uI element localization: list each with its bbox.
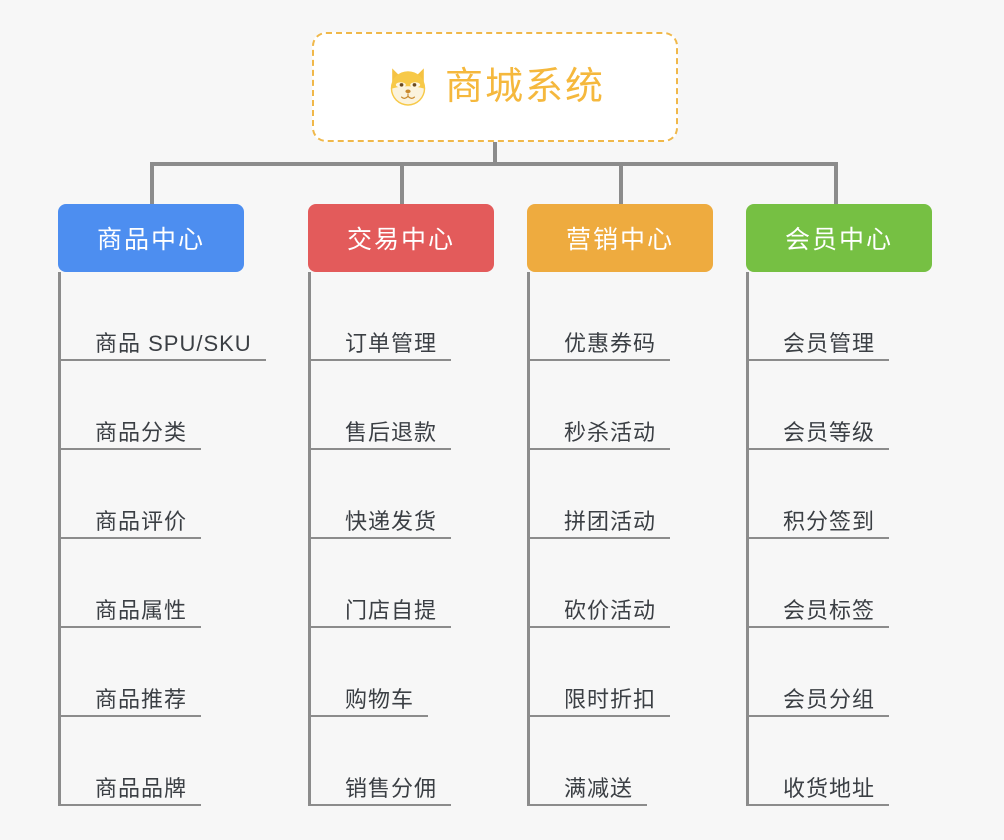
category-title: 交易中心: [346, 226, 455, 254]
list-item[interactable]: 会员等级: [749, 361, 932, 450]
list-item[interactable]: 商品 SPU/SKU: [61, 272, 266, 361]
connector-drop-column-3: [619, 162, 623, 204]
list-item-label: 商品属性: [95, 597, 188, 623]
connector-drop-column-2: [400, 162, 404, 204]
leaf-list-transaction-center: 订单管理 售后退款 快递发货 门店自提 购物车 销售分佣: [308, 272, 494, 806]
column-member-center: 会员中心 会员管理 会员等级 积分签到 会员标签 会员分组 收货地址: [746, 204, 932, 806]
list-item-label: 购物车: [345, 686, 415, 712]
category-box-marketing-center[interactable]: 营销中心: [527, 204, 713, 272]
list-item[interactable]: 快递发货: [311, 450, 494, 539]
list-item[interactable]: 商品推荐: [61, 628, 244, 717]
list-item[interactable]: 商品分类: [61, 361, 244, 450]
list-item[interactable]: 秒杀活动: [530, 361, 713, 450]
connector-horizontal-bus: [150, 162, 838, 166]
column-transaction-center: 交易中心 订单管理 售后退款 快递发货 门店自提 购物车 销售分佣: [308, 204, 494, 806]
list-item-label: 销售分佣: [345, 775, 438, 801]
list-item-label: 优惠券码: [564, 330, 657, 356]
category-title: 营销中心: [565, 226, 674, 254]
root-node-title: 商城系统: [444, 66, 605, 108]
list-item-label: 会员管理: [783, 330, 876, 356]
list-item-label: 拼团活动: [564, 508, 657, 534]
connector-drop-column-4: [834, 162, 838, 204]
list-item-label: 积分签到: [783, 508, 876, 534]
list-item-label: 商品 SPU/SKU: [95, 330, 252, 356]
list-item-label: 限时折扣: [564, 686, 657, 712]
list-item-label: 商品推荐: [95, 686, 188, 712]
list-item-label: 商品评价: [95, 508, 188, 534]
list-item[interactable]: 售后退款: [311, 361, 494, 450]
list-item[interactable]: 会员管理: [749, 272, 932, 361]
category-title: 会员中心: [784, 226, 893, 254]
list-item[interactable]: 满减送: [530, 717, 713, 806]
list-item-label: 快递发货: [345, 508, 438, 534]
list-item[interactable]: 门店自提: [311, 539, 494, 628]
column-product-center: 商品中心 商品 SPU/SKU 商品分类 商品评价 商品属性 商品推荐 商品品牌: [58, 204, 266, 806]
connector-root-stem: [493, 142, 497, 164]
connector-drop-column-1: [150, 162, 154, 204]
list-item[interactable]: 优惠券码: [530, 272, 713, 361]
list-item-label: 会员分组: [783, 686, 876, 712]
list-item[interactable]: 订单管理: [311, 272, 494, 361]
root-node-shopping-mall-system[interactable]: 商城系统: [312, 32, 678, 142]
shiba-dog-icon: [385, 64, 431, 110]
list-item[interactable]: 会员分组: [749, 628, 932, 717]
list-item[interactable]: 购物车: [311, 628, 494, 717]
list-item[interactable]: 商品评价: [61, 450, 244, 539]
category-title: 商品中心: [96, 226, 205, 254]
list-item[interactable]: 商品品牌: [61, 717, 244, 806]
list-item-label: 商品品牌: [95, 775, 188, 801]
list-item-label: 售后退款: [345, 419, 438, 445]
list-item[interactable]: 拼团活动: [530, 450, 713, 539]
list-item-label: 会员标签: [783, 597, 876, 623]
leaf-list-product-center: 商品 SPU/SKU 商品分类 商品评价 商品属性 商品推荐 商品品牌: [58, 272, 266, 806]
list-item-label: 砍价活动: [564, 597, 657, 623]
list-item[interactable]: 限时折扣: [530, 628, 713, 717]
list-item-label: 秒杀活动: [564, 419, 657, 445]
category-box-member-center[interactable]: 会员中心: [746, 204, 932, 272]
list-item[interactable]: 积分签到: [749, 450, 932, 539]
column-marketing-center: 营销中心 优惠券码 秒杀活动 拼团活动 砍价活动 限时折扣 满减送: [527, 204, 713, 806]
list-item-label: 商品分类: [95, 419, 188, 445]
leaf-list-marketing-center: 优惠券码 秒杀活动 拼团活动 砍价活动 限时折扣 满减送: [527, 272, 713, 806]
category-box-product-center[interactable]: 商品中心: [58, 204, 244, 272]
list-item-label: 会员等级: [783, 419, 876, 445]
list-item-label: 门店自提: [345, 597, 438, 623]
list-item-label: 满减送: [564, 775, 634, 801]
leaf-list-member-center: 会员管理 会员等级 积分签到 会员标签 会员分组 收货地址: [746, 272, 932, 806]
category-box-transaction-center[interactable]: 交易中心: [308, 204, 494, 272]
list-item[interactable]: 砍价活动: [530, 539, 713, 628]
list-item[interactable]: 会员标签: [749, 539, 932, 628]
list-item-label: 收货地址: [783, 775, 876, 801]
list-item[interactable]: 商品属性: [61, 539, 244, 628]
list-item[interactable]: 收货地址: [749, 717, 932, 806]
list-item[interactable]: 销售分佣: [311, 717, 494, 806]
list-item-label: 订单管理: [345, 330, 438, 356]
